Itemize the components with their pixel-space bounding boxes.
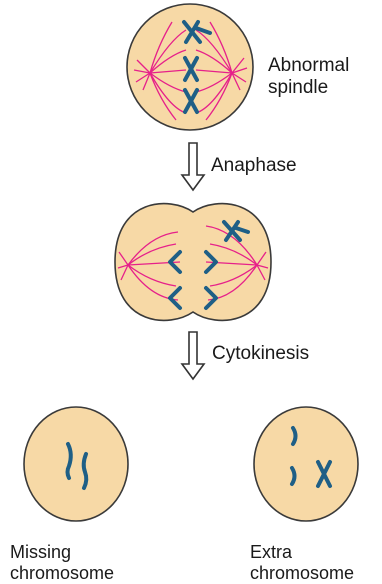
arrow-anaphase	[182, 143, 204, 190]
abnormal-spindle-label-line2: spindle	[268, 77, 349, 99]
cytokinesis-label: Cytokinesis	[212, 343, 309, 365]
abnormal-spindle-label-line1: Abnormal	[268, 55, 349, 77]
extra-chromosome-label-line2: chromosome	[250, 563, 354, 584]
extra-chromosome-label-line1: Extra	[250, 542, 354, 563]
daughter-cell-extra	[254, 407, 358, 521]
cell-membrane	[254, 407, 358, 521]
daughter-cell-missing	[24, 407, 128, 521]
cell-membrane	[24, 407, 128, 521]
extra-chromosome-label: Extra chromosome	[250, 542, 354, 584]
missing-chromosome-label-line2: chromosome	[10, 563, 114, 584]
arrow-cytokinesis	[182, 332, 204, 379]
missing-chromosome-label: Missing chromosome	[10, 542, 114, 584]
anaphase-label: Anaphase	[211, 155, 297, 177]
anaphase-cell	[115, 204, 271, 321]
missing-chromosome-label-line1: Missing	[10, 542, 114, 563]
dividing-cell-membrane	[115, 204, 271, 321]
metaphase-cell	[127, 4, 253, 130]
abnormal-spindle-label: Abnormal spindle	[268, 55, 349, 99]
